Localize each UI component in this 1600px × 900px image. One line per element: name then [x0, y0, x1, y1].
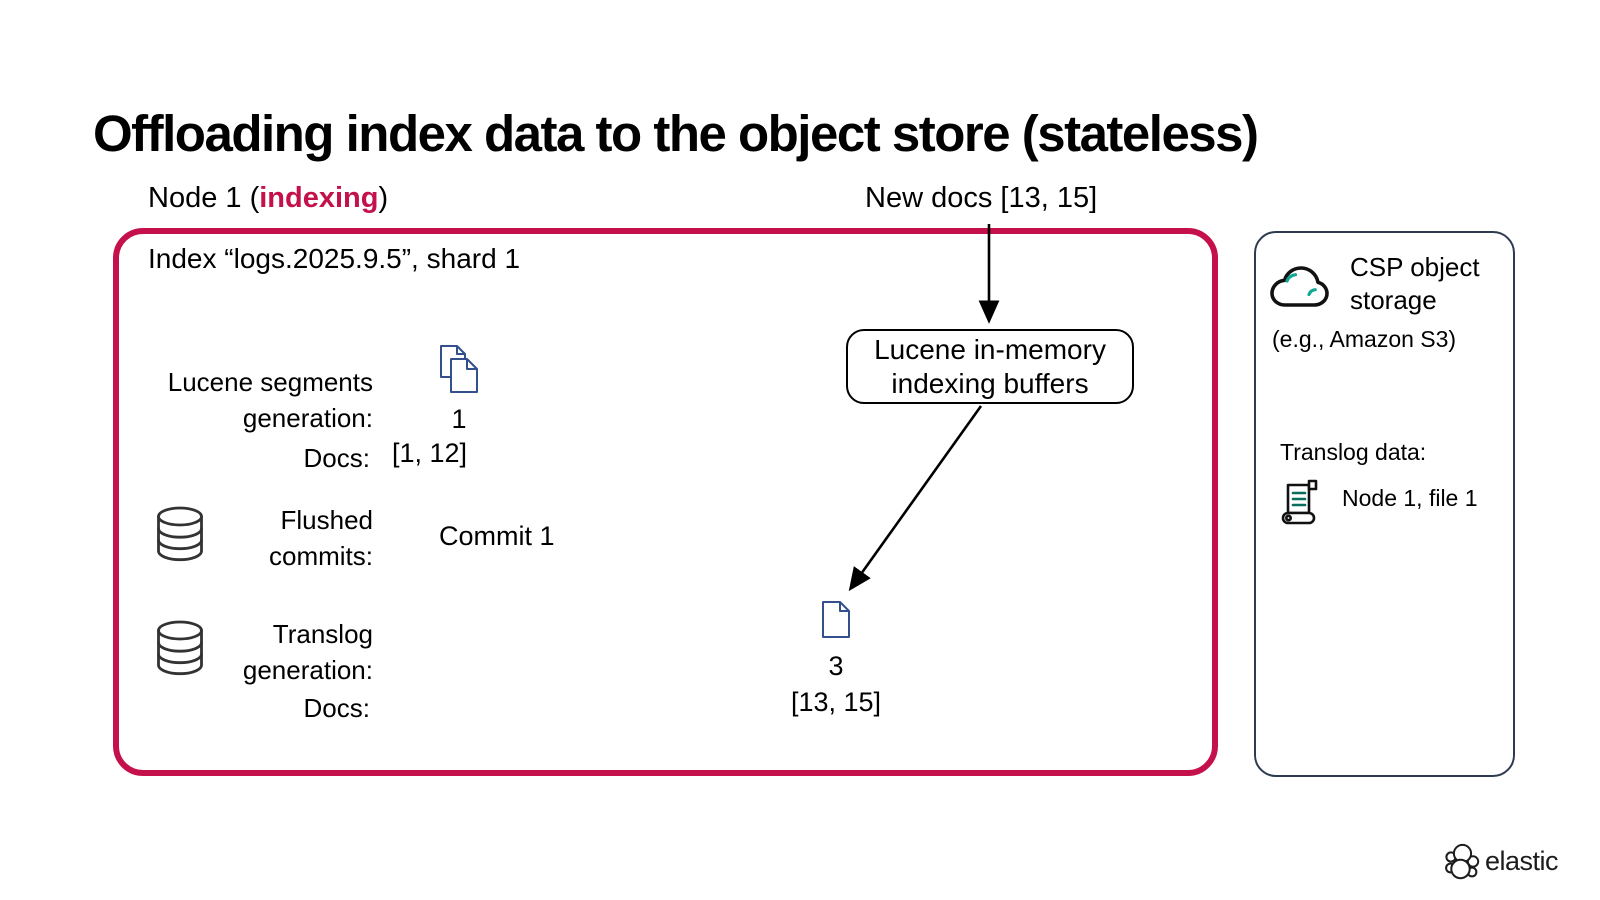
translog-scroll-icon [1281, 479, 1318, 525]
node-box [113, 228, 1218, 776]
elastic-brand: elastic [1444, 842, 1559, 880]
document-icon [822, 601, 850, 638]
database-icon [157, 506, 203, 562]
translog-file-value: Node 1, file 1 [1342, 485, 1478, 511]
elastic-brand-text: elastic [1485, 845, 1559, 876]
database-icon [157, 620, 203, 676]
commits-label: Flushed commits: [269, 505, 373, 571]
node-label-suffix: ) [378, 182, 389, 214]
pages-icon [440, 345, 478, 393]
commits-value: Commit 1 [439, 521, 555, 551]
new-docs-label: New docs [13, 15] [865, 182, 1098, 214]
page-title: Offloading index data to the object stor… [93, 105, 1259, 162]
translog-docs-label: Docs: [303, 693, 370, 723]
segments-docs-value: [1, 12] [392, 438, 468, 468]
translog-docs-value: [13, 15] [790, 687, 882, 717]
cloud-icon [1270, 266, 1329, 307]
segments-docs-label: Docs: [303, 443, 370, 473]
csp-storage-subtitle: (e.g., Amazon S3) [1272, 326, 1457, 352]
segments-label: Lucene segments generation: [167, 367, 373, 433]
csp-storage-title: CSP object storage [1350, 252, 1480, 315]
node-label-highlight: indexing [259, 182, 379, 214]
translog-label: Translog generation: [242, 619, 373, 685]
translog-data-label: Translog data: [1280, 439, 1427, 465]
csp-storage-panel: CSP object storage (e.g., Amazon S3) Tra… [1254, 231, 1515, 777]
elastic-logo-icon [1445, 843, 1480, 880]
segments-generation-value: 1 [451, 404, 467, 434]
translog-generation-value: 3 [828, 651, 844, 681]
node-label: Node 1 (indexing) [148, 182, 388, 215]
in-memory-buffers-box: Lucene in-memory indexing buffers [846, 329, 1134, 404]
index-shard-label: Index “logs.2025.9.5”, shard 1 [148, 243, 521, 274]
node-label-prefix: Node 1 ( [148, 182, 260, 214]
